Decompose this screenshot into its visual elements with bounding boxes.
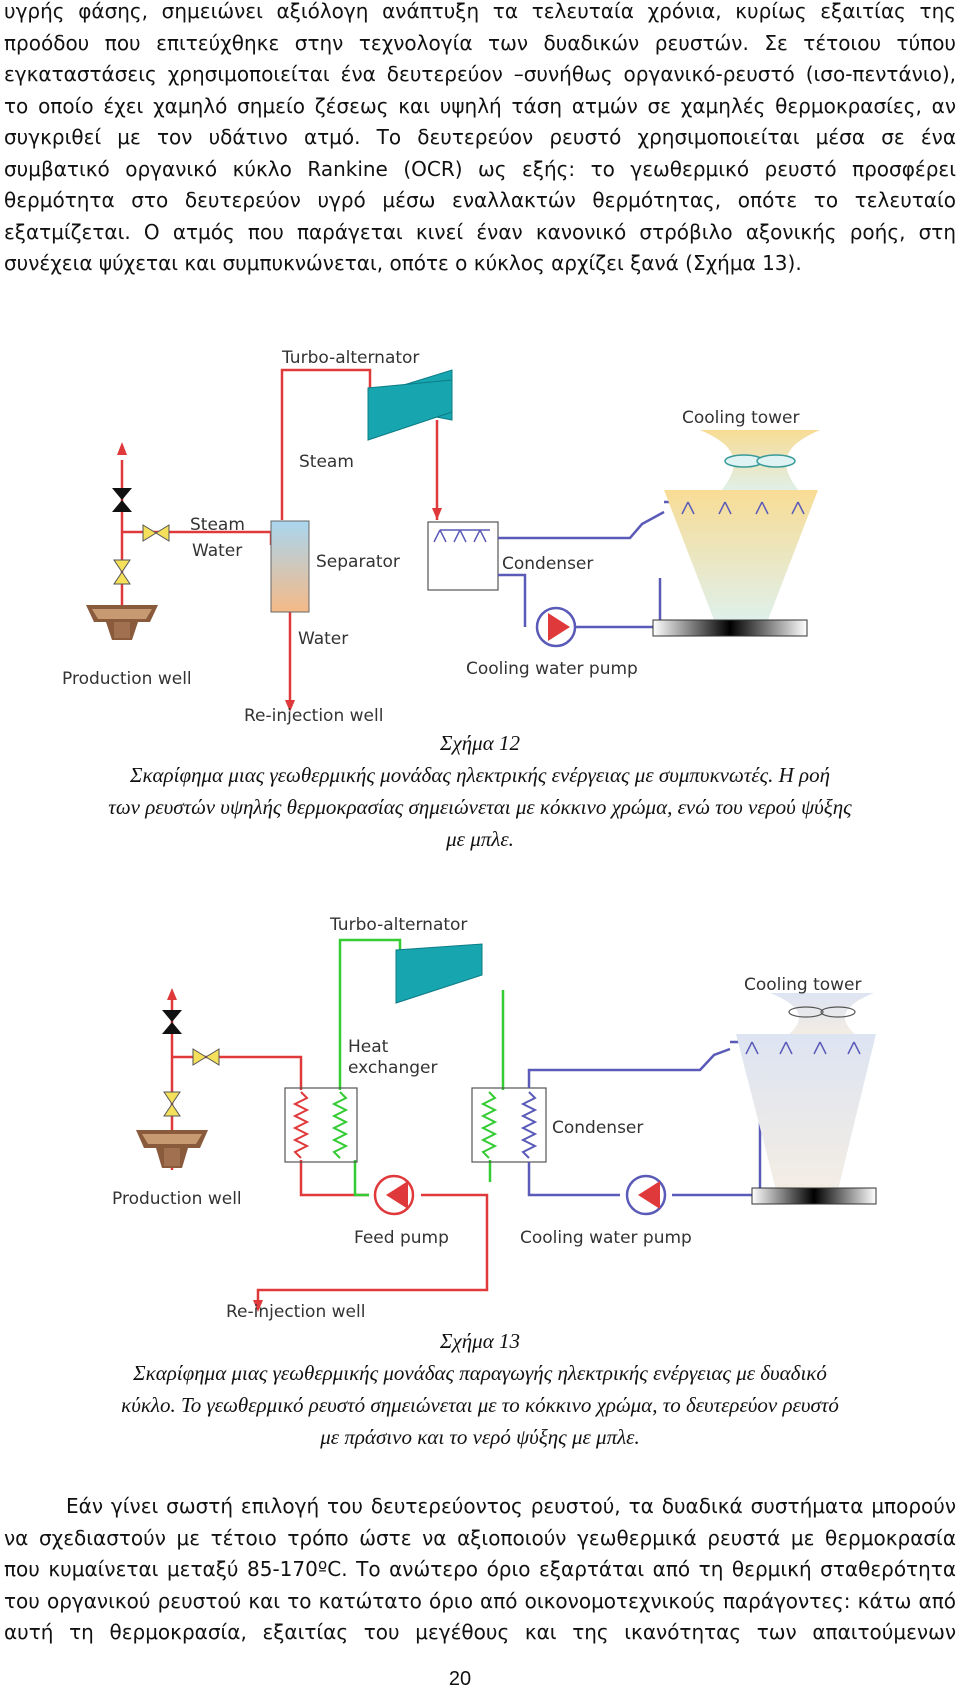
condenser-out-pipe — [527, 1047, 731, 1088]
closing-line: αυτή τη θερμοκρασία, εξαιτίας του μεγέθο… — [4, 1620, 956, 1644]
caption-line: Σκαρίφημα μιας γεωθερμικής μονάδας παραγ… — [133, 1361, 827, 1385]
cooling-tower-label: Cooling tower — [682, 408, 800, 428]
condenser-label: Condenser — [552, 1118, 643, 1138]
valve-icon — [112, 488, 132, 512]
cooling-water-pump-label: Cooling water pump — [466, 659, 638, 679]
pump-to-tower-pipe — [672, 1118, 762, 1197]
intro-line: υγρής φάσης, σημειώνει αξιόλογη ανάπτυξη… — [4, 0, 956, 23]
figure-12-diagram: Turbo-alternator Cooling tower Steam Ste… — [62, 348, 820, 726]
condenser-vessel — [471, 1087, 547, 1163]
intro-line: προόδου που επιτεύχθηκε στην τεχνολογία … — [4, 30, 956, 55]
flow-arrow-icon — [432, 508, 442, 520]
water-label: Water — [192, 541, 242, 561]
heat-exchanger-label: exchanger — [348, 1058, 437, 1078]
pump-arrow-icon — [548, 613, 570, 641]
steam-label: Steam — [299, 452, 354, 472]
caption-line: με μπλε. — [446, 827, 514, 851]
caption-line: κύκλο. Το γεωθερμικό ρευστό σημειώνεται … — [121, 1393, 839, 1417]
flow-arrow-icon — [167, 988, 177, 1000]
flow-arrow-icon — [117, 442, 127, 455]
valve-icon — [192, 1048, 220, 1066]
caption-line: των ρευστών υψηλής θερμοκρασίας σημειώνε… — [108, 795, 852, 819]
vapor-to-turbine-pipe — [338, 938, 402, 1090]
closing-line: Εάν γίνει σωστή επιλογή του δευτερεύοντο… — [66, 1494, 956, 1518]
pump-arrow-icon — [638, 1181, 660, 1209]
intro-line: το οποίο έχει χαμηλό σημείο ζέσεως και υ… — [4, 93, 956, 118]
heat-exchanger-coil-red — [292, 1091, 310, 1159]
cooling-tower-icon — [652, 430, 820, 637]
intro-paragraph: υγρής φάσης, σημειώνει αξιόλογη ανάπτυξη… — [4, 0, 956, 280]
condenser-vessel — [427, 521, 499, 591]
pump-to-tower-pipe — [576, 578, 662, 629]
intro-line: συνέχεια ψύχεται και συμπυκνώνεται, οπότ… — [4, 251, 802, 275]
heat-exchanger-label: Heat — [348, 1037, 389, 1057]
intro-line: εξατμίζεται. Ο ατμός που παράγεται κινεί… — [4, 219, 956, 244]
caption-title: Σχήμα 12 — [440, 731, 520, 755]
steam-label: Steam — [190, 515, 245, 535]
water-label: Water — [298, 629, 348, 649]
closing-line: του οργανικού ρευστού και το κατώτατο όρ… — [4, 1588, 956, 1613]
closing-paragraph: Εάν γίνει σωστή επιλογή του δευτερεύοντο… — [4, 1491, 956, 1649]
closing-line: να σχεδιαστούν με τέτοιο τρόπο ώστε να α… — [4, 1525, 956, 1550]
production-well-icon — [86, 605, 158, 640]
secondary-fluid-pipes — [338, 938, 505, 1197]
heat-exchanger-coil-green — [331, 1091, 498, 1159]
flow-arrow-icon — [253, 1300, 263, 1312]
turbo-alternator-label: Turbo-alternator — [329, 915, 467, 935]
turbo-alternator-label: Turbo-alternator — [281, 348, 419, 368]
valve-icon — [113, 559, 131, 585]
condenser-spray-icon — [433, 529, 490, 543]
caption-title: Σχήμα 13 — [440, 1329, 520, 1353]
exchanger-to-pump-pipe — [299, 1160, 369, 1197]
cooling-tower-label: Cooling tower — [744, 975, 862, 995]
turbine-icon — [395, 943, 483, 1004]
turbine-body — [367, 379, 453, 441]
geothermal-fluid-pipes — [170, 1000, 489, 1303]
intro-line: συμβατικό οργανικό κύκλο Rankine (OCR) ω… — [4, 156, 956, 181]
condenser-return-pipe — [498, 573, 527, 627]
cooling-tower-icon — [736, 993, 877, 1205]
wellhead-to-exchanger-pipe — [172, 1055, 303, 1090]
intro-line: θερμότητα στο δευτερεύον υγρό μέσω εναλλ… — [4, 188, 956, 212]
pump-arrow-icon — [386, 1181, 408, 1209]
condenser-coil-blue — [520, 1091, 538, 1159]
closing-line: που κυμαίνεται μεταξύ 85-170ºC. Το ανώτε… — [4, 1557, 956, 1581]
feed-pump-to-exchanger-pipe — [353, 1160, 369, 1197]
valve-icon — [142, 524, 170, 542]
intro-line: εγκαταστάσεις χρησιμοποιείται ένα δευτερ… — [4, 62, 956, 86]
caption-line: με πράσινο και το νερό ψύξης με μπλε. — [320, 1425, 640, 1449]
valve-icon — [163, 1091, 181, 1117]
caption-line: Σκαρίφημα μιας γεωθερμικής μονάδας ηλεκτ… — [129, 763, 831, 787]
figure-12-caption: Σχήμα 12 Σκαρίφημα μιας γεωθερμικής μονά… — [40, 727, 920, 855]
intro-line: συγκριθεί με τον υδάτινο ατμό. Το δευτερ… — [4, 125, 956, 149]
steam-pipe — [280, 368, 372, 520]
condenser-return-pipe — [527, 1162, 620, 1197]
feed-pump-label: Feed pump — [354, 1228, 449, 1248]
valve-icon — [162, 1010, 182, 1034]
heat-exchanger-vessel — [284, 1087, 358, 1163]
reinjection-well-label: Re-injection well — [244, 706, 383, 726]
condenser-label: Condenser — [502, 554, 593, 574]
page-number: 20 — [448, 1668, 472, 1690]
separator-vessel — [270, 520, 310, 613]
production-well-label: Production well — [62, 669, 192, 689]
figure-13-diagram: Turbo-alternator Cooling tower Heat exch… — [112, 915, 877, 1322]
production-well-icon — [136, 1130, 208, 1168]
condenser-out-pipe — [498, 510, 665, 540]
cooling-water-pump-label: Cooling water pump — [520, 1228, 692, 1248]
production-well-label: Production well — [112, 1189, 242, 1209]
figure-13-caption: Σχήμα 13 Σκαρίφημα μιας γεωθερμικής μονά… — [40, 1325, 920, 1453]
flow-arrow-icon — [285, 700, 295, 712]
separator-label: Separator — [316, 552, 400, 572]
pump-to-reinjection-pipe — [256, 1193, 489, 1303]
reinjection-well-label: Re-injection well — [226, 1302, 365, 1322]
